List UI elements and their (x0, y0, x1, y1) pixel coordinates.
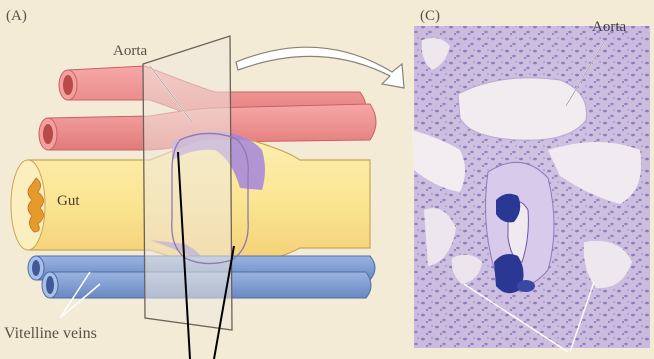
arrow-to-panel-c (236, 47, 404, 88)
stained-region-upper (496, 194, 520, 223)
panel-c-label: (C) (420, 9, 440, 24)
aorta-label-panel-a: Aorta (113, 44, 147, 59)
vitelline-veins-label: Vitelline veins (4, 326, 97, 342)
aorta-label-panel-c: Aorta (592, 20, 626, 35)
aorta-lumen (458, 78, 586, 140)
section-plane (143, 36, 232, 330)
panel-c-micrograph (412, 26, 650, 352)
panel-a-label: (A) (6, 9, 27, 24)
gut-label: Gut (57, 194, 80, 209)
